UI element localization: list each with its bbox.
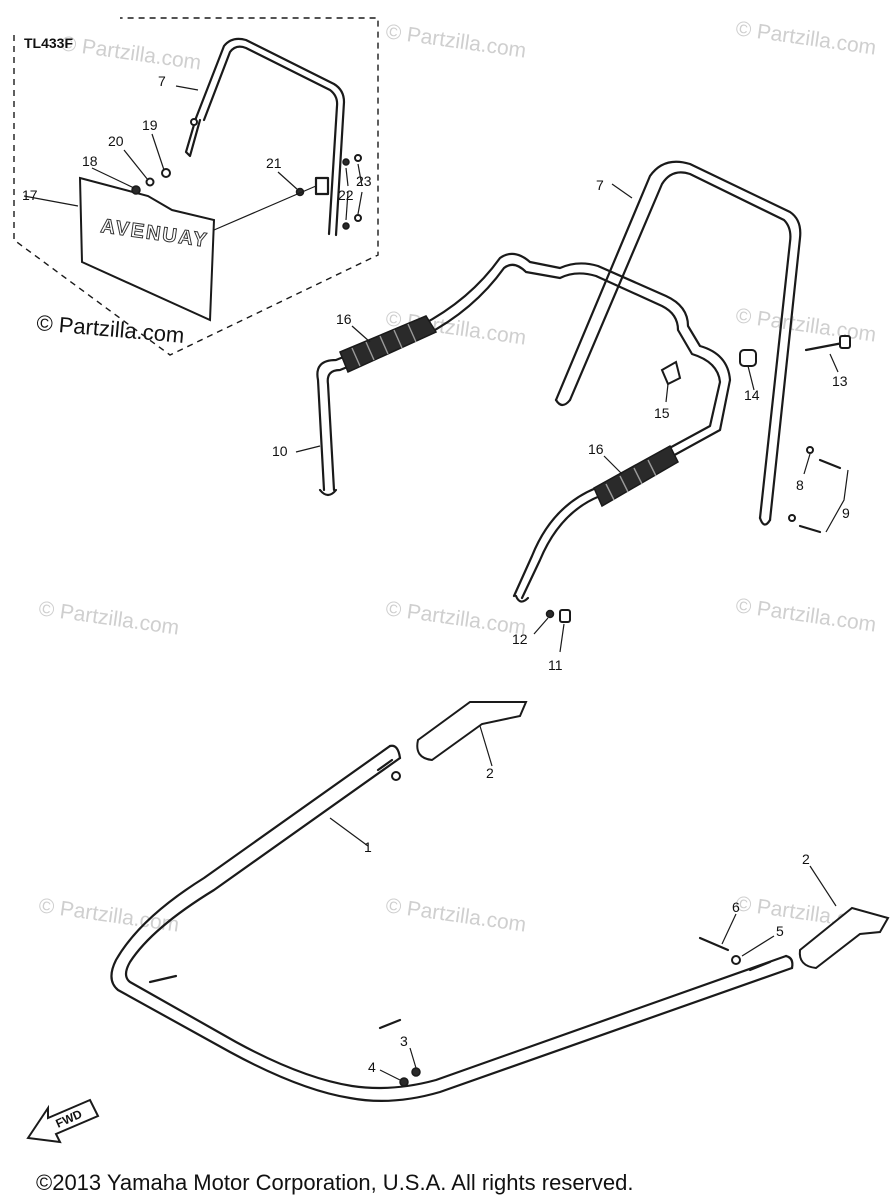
callout-23: 23	[356, 173, 372, 189]
rear-grab-bar: 7	[554, 160, 802, 526]
watermark-6: © Partzilla.com	[37, 597, 180, 639]
side-handle-frame: 16 16 10	[272, 252, 732, 603]
callout-1: 1	[364, 839, 372, 855]
washer-12	[545, 609, 555, 619]
callout-7-inset: 7	[158, 73, 166, 89]
watermark-7: © Partzilla.com	[384, 597, 527, 639]
license-plate	[78, 176, 216, 322]
callout-11: 11	[548, 657, 563, 673]
end-cap-2-upper	[416, 701, 528, 762]
clamp-15	[660, 360, 682, 386]
callout-21: 21	[266, 155, 282, 171]
inset-washer-20	[145, 177, 155, 187]
callout-8: 8	[796, 477, 804, 493]
watermark-2: © Partzilla.com	[384, 20, 527, 62]
callout-3: 3	[400, 1033, 408, 1049]
callout-19: 19	[142, 117, 158, 133]
callout-13: 13	[832, 373, 848, 389]
bolt-11	[559, 609, 571, 623]
callout-14: 14	[744, 387, 760, 403]
watermark-3: © Partzilla.com	[734, 17, 877, 59]
callout-5: 5	[776, 923, 784, 939]
callout-9: 9	[842, 505, 850, 521]
lower-hardware: 6 5 3 4	[368, 899, 784, 1087]
callout-20: 20	[108, 133, 124, 149]
watermarks: © Partzilla.com © Partzilla.com © Partzi…	[36, 17, 878, 936]
watermark-boxed: © Partzilla.com	[36, 310, 186, 348]
inset-nut-22b	[342, 222, 350, 230]
watermark-1: © Partzilla.com	[59, 32, 202, 74]
watermark-5: © Partzilla.com	[734, 304, 877, 346]
copyright-notice: ©2013 Yamaha Motor Corporation, U.S.A. A…	[36, 1170, 633, 1195]
callout-22: 22	[338, 187, 354, 203]
inset-washer-23b	[354, 214, 362, 222]
callout-2-upper: 2	[486, 765, 494, 781]
washer-8a	[806, 446, 814, 454]
upper-hardware: 15 14 13 8 9 12 11	[512, 335, 851, 673]
bumper-frame: 1	[110, 744, 794, 1102]
inset-code: TL433F	[24, 35, 73, 51]
callout-16-upper: 16	[336, 311, 352, 327]
callout-4: 4	[368, 1059, 376, 1075]
callout-18: 18	[82, 153, 98, 169]
inset-bolt-19	[161, 168, 171, 178]
washer-8b	[788, 514, 796, 522]
bolt-6	[698, 936, 730, 952]
callout-16-lower: 16	[588, 441, 604, 457]
callout-15: 15	[654, 405, 670, 421]
watermark-10: © Partzilla.com	[384, 894, 527, 936]
callout-2-lower: 2	[802, 851, 810, 867]
callout-17: 17	[22, 187, 38, 203]
washer-4	[399, 1077, 409, 1087]
bolt-9a	[818, 458, 842, 470]
callout-12: 12	[512, 631, 528, 647]
callout-7-main: 7	[596, 177, 604, 193]
inset-rear-bar	[194, 37, 346, 237]
end-caps: 2 2	[416, 701, 890, 970]
fwd-arrow: FWD	[26, 1098, 100, 1144]
inset-nut-22a	[342, 158, 350, 166]
inset-washer-23a	[354, 154, 362, 162]
bushing-14	[739, 349, 757, 367]
washer-5	[731, 955, 741, 965]
watermark-8: © Partzilla.com	[734, 594, 877, 636]
callout-6: 6	[732, 899, 740, 915]
grip-16-lower	[593, 444, 679, 508]
grip-16-upper	[339, 315, 438, 374]
callout-10: 10	[272, 443, 288, 459]
bolt-9b	[798, 524, 822, 534]
nut-3	[411, 1067, 421, 1077]
inset-box: TL433F AVENUAY 7 17 18 20	[13, 17, 379, 356]
end-cap-2-lower	[798, 906, 890, 970]
